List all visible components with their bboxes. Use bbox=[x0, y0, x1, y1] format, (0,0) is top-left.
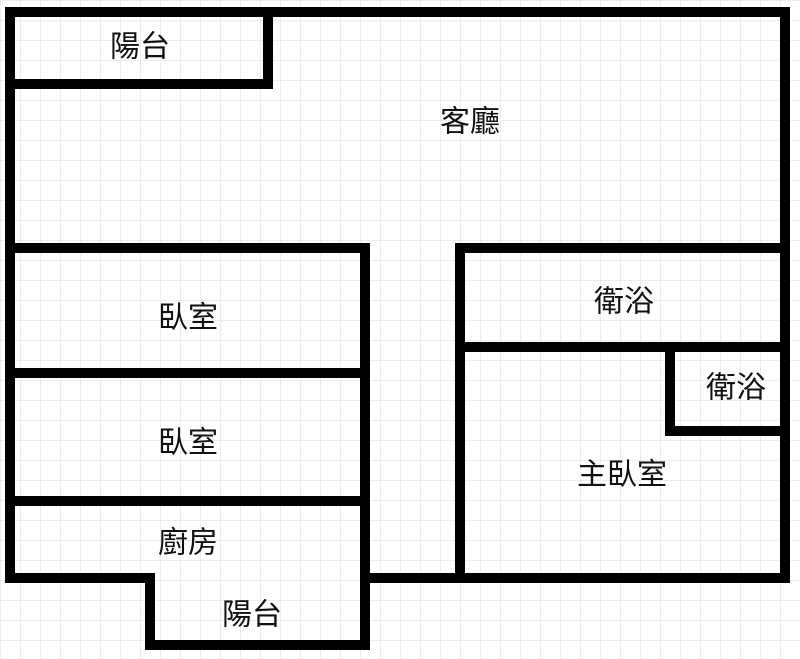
room-label-bedroom-1: 臥室 bbox=[158, 301, 218, 336]
room-label-living-room: 客廳 bbox=[440, 105, 500, 140]
room-label-master-bedroom: 主臥室 bbox=[577, 458, 667, 493]
room-label-balcony-top: 陽台 bbox=[110, 30, 170, 65]
room-label-bathroom-1: 衛浴 bbox=[594, 285, 654, 320]
outer-wall bbox=[5, 7, 790, 650]
room-label-balcony-bottom: 陽台 bbox=[222, 598, 282, 633]
wall-bath2 bbox=[665, 342, 790, 436]
room-label-bedroom-2: 臥室 bbox=[158, 426, 218, 461]
room-label-bathroom-2: 衛浴 bbox=[706, 371, 766, 406]
wall-balcony-top bbox=[5, 7, 273, 89]
room-label-kitchen: 廚房 bbox=[158, 526, 218, 561]
